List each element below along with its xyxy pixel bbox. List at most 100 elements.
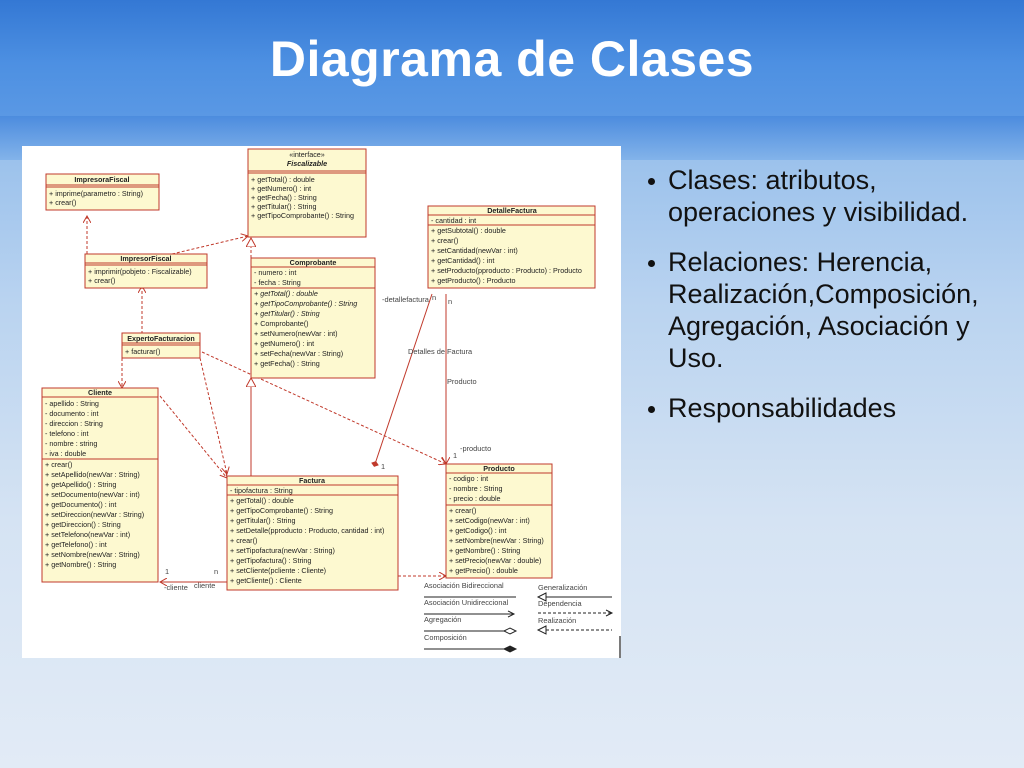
multiplicity-label: n bbox=[448, 297, 452, 306]
svg-text:- iva : double: - iva : double bbox=[45, 449, 86, 458]
dependency-line bbox=[159, 395, 227, 478]
svg-text:+ getTotal() : double: + getTotal() : double bbox=[254, 289, 318, 298]
svg-text:Fiscalizable: Fiscalizable bbox=[287, 159, 327, 168]
slide-title: Diagrama de Clases bbox=[269, 31, 755, 87]
relationship-legend: Asociación Bidireccional Asociación Unid… bbox=[424, 581, 621, 658]
role-label: -producto bbox=[460, 444, 491, 453]
svg-text:+ setCantidad(newVar : int): + setCantidad(newVar : int) bbox=[431, 246, 518, 255]
svg-text:+ setApellido(newVar : String): + setApellido(newVar : String) bbox=[45, 470, 140, 479]
multiplicity-label: n bbox=[432, 293, 436, 302]
legend-label: Generalización bbox=[538, 583, 587, 592]
legend-label: Asociación Bidireccional bbox=[424, 581, 504, 590]
svg-text:DetalleFactura: DetalleFactura bbox=[487, 206, 538, 215]
svg-text:+ crear(): + crear() bbox=[449, 506, 476, 515]
svg-text:- nombre : String: - nombre : String bbox=[449, 484, 503, 493]
bullet-item: Responsabilidades bbox=[648, 392, 1024, 424]
svg-text:+ getNombre() : String: + getNombre() : String bbox=[45, 560, 116, 569]
svg-text:- nombre : string: - nombre : string bbox=[45, 439, 97, 448]
svg-text:+ crear(): + crear() bbox=[88, 276, 115, 285]
bullet-item: Relaciones: Herencia, Realización,Compos… bbox=[648, 246, 1024, 374]
svg-text:+ crear(): + crear() bbox=[49, 198, 76, 207]
class-impresorafiscal: ImpresoraFiscal + imprime(parametro : St… bbox=[45, 173, 160, 211]
svg-text:+ getTipofactura() : String: + getTipofactura() : String bbox=[230, 556, 311, 565]
svg-text:- apellido : String: - apellido : String bbox=[45, 399, 99, 408]
svg-text:- telefono : int: - telefono : int bbox=[45, 429, 89, 438]
svg-text:+ getTipoComprobante() : Strin: + getTipoComprobante() : String bbox=[254, 299, 357, 308]
bullet-dot-icon bbox=[648, 260, 655, 267]
dependency-line bbox=[199, 357, 227, 474]
svg-text:+ getTotal() : double: + getTotal() : double bbox=[230, 496, 294, 505]
bullet-list: Clases: atributos, operaciones y visibil… bbox=[648, 164, 1024, 442]
svg-text:Cliente: Cliente bbox=[88, 388, 112, 397]
class-impresorfiscal: ImpresorFiscal + imprimir(pobjeto : Fisc… bbox=[84, 253, 208, 289]
class-comprobante: Comprobante - numero : int - fecha : Str… bbox=[250, 257, 376, 379]
legend-label: Agregación bbox=[424, 615, 461, 624]
legend-label: Realización bbox=[538, 616, 576, 625]
svg-text:- fecha : String: - fecha : String bbox=[254, 278, 301, 287]
svg-text:- numero : int: - numero : int bbox=[254, 268, 296, 277]
svg-text:+ getCantidad() : int: + getCantidad() : int bbox=[431, 256, 494, 265]
role-label: -detallefactura bbox=[382, 295, 430, 304]
svg-text:+ imprimir(pobjeto : Fiscaliza: + imprimir(pobjeto : Fiscalizable) bbox=[88, 267, 192, 276]
svg-text:+ getNumero() : int: + getNumero() : int bbox=[254, 339, 314, 348]
svg-text:+ setDocumento(newVar : int): + setDocumento(newVar : int) bbox=[45, 490, 140, 499]
svg-text:+ imprime(parametro : String): + imprime(parametro : String) bbox=[49, 189, 143, 198]
multiplicity-label: 1 bbox=[165, 567, 169, 576]
svg-text:+ getNumero() : int: + getNumero() : int bbox=[251, 184, 311, 193]
legend-label: Asociación Unidireccional bbox=[424, 598, 509, 607]
svg-text:- codigo : int: - codigo : int bbox=[449, 474, 488, 483]
svg-text:+ getTipoComprobante() : Strin: + getTipoComprobante() : String bbox=[230, 506, 333, 515]
title-band bbox=[0, 0, 1024, 116]
svg-text:ImpresoraFiscal: ImpresoraFiscal bbox=[74, 175, 129, 184]
svg-text:+ getApellido() : String: + getApellido() : String bbox=[45, 480, 116, 489]
svg-text:+ getTelefono() : int: + getTelefono() : int bbox=[45, 540, 107, 549]
svg-text:+ setCliente(pcliente : Client: + setCliente(pcliente : Cliente) bbox=[230, 566, 326, 575]
role-label: -cliente bbox=[164, 583, 188, 592]
svg-text:«interface»: «interface» bbox=[289, 150, 325, 159]
relationship-lines bbox=[87, 216, 446, 582]
composition-line bbox=[371, 293, 433, 467]
svg-text:+ setTipofactura(newVar : Stri: + setTipofactura(newVar : String) bbox=[230, 546, 335, 555]
svg-text:ExpertoFacturacion: ExpertoFacturacion bbox=[127, 334, 195, 343]
svg-text:+ Comprobante(): + Comprobante() bbox=[254, 319, 309, 328]
svg-text:+ getTotal() : double: + getTotal() : double bbox=[251, 175, 315, 184]
class-detallefactura: DetalleFactura - cantidad : int + getSub… bbox=[427, 205, 596, 289]
svg-text:+ getNombre() : String: + getNombre() : String bbox=[449, 546, 520, 555]
class-expertofacturacion: ExpertoFacturacion + facturar() bbox=[121, 332, 201, 359]
role-label: Producto bbox=[447, 377, 477, 386]
bullet-dot-icon bbox=[648, 178, 655, 185]
svg-text:+ getFecha() : String: + getFecha() : String bbox=[251, 193, 317, 202]
svg-text:+ setNombre(newVar : String): + setNombre(newVar : String) bbox=[45, 550, 140, 559]
legend-label: Dependencia bbox=[538, 599, 582, 608]
svg-text:+ getTipoComprobante() : Strin: + getTipoComprobante() : String bbox=[251, 211, 354, 220]
svg-text:+ getPrecio() : double: + getPrecio() : double bbox=[449, 566, 518, 575]
svg-text:+ setNumero(newVar : int): + setNumero(newVar : int) bbox=[254, 329, 338, 338]
bullet-dot-icon bbox=[648, 406, 655, 413]
svg-text:+ crear(): + crear() bbox=[45, 460, 72, 469]
svg-text:- direccion : String: - direccion : String bbox=[45, 419, 103, 428]
svg-text:Comprobante: Comprobante bbox=[290, 258, 337, 267]
svg-text:+ facturar(): + facturar() bbox=[125, 347, 160, 356]
class-fiscalizable: «interface» Fiscalizable + getTotal() : … bbox=[247, 148, 367, 238]
svg-text:- tipofactura : String: - tipofactura : String bbox=[230, 486, 293, 495]
svg-text:+ setNombre(newVar : String): + setNombre(newVar : String) bbox=[449, 536, 544, 545]
svg-text:+ crear(): + crear() bbox=[230, 536, 257, 545]
svg-text:- precio : double: - precio : double bbox=[449, 494, 501, 503]
legend-label: Composición bbox=[424, 633, 467, 642]
svg-text:+ getCliente() : Cliente: + getCliente() : Cliente bbox=[230, 576, 302, 585]
role-label: Detalles de Factura bbox=[408, 347, 473, 356]
multiplicity-label: 1 bbox=[453, 451, 457, 460]
svg-text:+ setFecha(newVar : String): + setFecha(newVar : String) bbox=[254, 349, 343, 358]
svg-text:+ setPrecio(newVar : double): + setPrecio(newVar : double) bbox=[449, 556, 541, 565]
multiplicity-label: n bbox=[214, 567, 218, 576]
svg-text:Factura: Factura bbox=[299, 476, 326, 485]
svg-text:+ setCodigo(newVar : int): + setCodigo(newVar : int) bbox=[449, 516, 530, 525]
svg-text:+ setDetalle(pproducto : Produ: + setDetalle(pproducto : Producto, canti… bbox=[230, 526, 384, 535]
class-factura: Factura - tipofactura : String + getTota… bbox=[226, 475, 399, 591]
class-producto: Producto - codigo : int - nombre : Strin… bbox=[445, 463, 553, 579]
svg-text:+ setTelefono(newVar : int): + setTelefono(newVar : int) bbox=[45, 530, 130, 539]
svg-text:+ getSubtotal() : double: + getSubtotal() : double bbox=[431, 226, 506, 235]
svg-text:ImpresorFiscal: ImpresorFiscal bbox=[120, 254, 171, 263]
dependency-line bbox=[171, 236, 248, 255]
svg-text:- documento : int: - documento : int bbox=[45, 409, 99, 418]
